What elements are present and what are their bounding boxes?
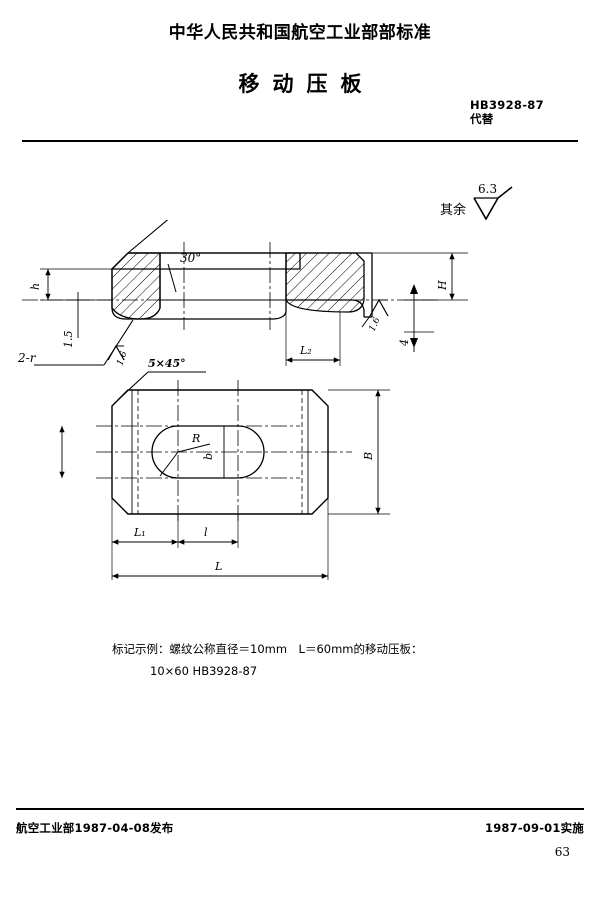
label-4: 4 (398, 339, 411, 347)
dim-B (328, 389, 390, 515)
footer-divider (16, 808, 584, 810)
label-slot-radius: R (191, 432, 200, 445)
label-B: B (362, 452, 375, 461)
chamfer-angle-leader (127, 220, 177, 293)
marking-example-line2: 10×60 HB3928-87 (150, 664, 258, 679)
slot (151, 425, 265, 479)
dim-l2 (285, 300, 341, 366)
label-fillet-1p5: 1.5 (62, 331, 75, 349)
label-h: h (29, 283, 42, 290)
surface-roughness-triangle-icon: 6.3 (470, 182, 518, 221)
page-number: 63 (554, 845, 570, 859)
label-L-total: L (214, 560, 222, 573)
section-hatch-left (111, 252, 161, 320)
dim-h (40, 268, 112, 301)
slot-radius-leader (159, 443, 211, 477)
label-H: H (436, 280, 449, 291)
surface-roughness-value: 6.3 (478, 182, 498, 196)
drawing-canvas: 30° h 1.5 2-r 1.6 L₂ (17, 220, 468, 580)
label-l1: L₁ (133, 526, 146, 539)
dim-1p5 (66, 292, 90, 338)
label-roughness-left: 1.6 (115, 350, 129, 367)
corner-chamfer-leader (119, 371, 206, 399)
marking-example-line1: 标记示例：螺纹公称直径＝10mm L＝60mm的移动压板： (112, 642, 423, 656)
footer-issue-date: 航空工业部1987-04-08发布 (16, 821, 174, 835)
surface-note-label: 其余 (440, 203, 467, 218)
plate-hidden-edges (137, 390, 303, 514)
roughness-symbol-right (361, 298, 389, 328)
label-l2: L₂ (299, 344, 312, 357)
section-centerlines (22, 242, 440, 330)
standard-number-block: HB3928-87 代替 (470, 98, 544, 127)
marking-example: 标记示例：螺纹公称直径＝10mm L＝60mm的移动压板： 10×60 HB39… (112, 638, 532, 683)
ministry-title: 中华人民共和国航空工业部部标准 (168, 23, 432, 43)
dim-H (372, 252, 468, 301)
label-l-small: l (204, 526, 208, 539)
surface-finish-note: 其余 6.3 (440, 182, 518, 221)
plan-view: R b 5×45° B (59, 357, 390, 580)
radius-note-leader (34, 319, 134, 366)
plate-outline (111, 389, 329, 515)
section-hatch-right (285, 252, 365, 313)
standard-number: HB3928-87 (470, 98, 544, 112)
label-chamfer-angle: 30° (180, 251, 201, 265)
page-title: 移动压板 (238, 72, 375, 96)
engineering-drawing: 30° h 1.5 2-r 1.6 L₂ (0, 220, 600, 600)
document-header: 中华人民共和国航空工业部部标准 移动压板 (0, 0, 600, 98)
label-2r: 2-r (17, 351, 37, 365)
supersedes-label: 代替 (470, 112, 494, 127)
label-slot-width: b (202, 453, 215, 460)
footer-effective-date: 1987-09-01实施 (485, 821, 584, 835)
label-corner-chamfer: 5×45° (148, 357, 186, 370)
sectional-elevation-view: 30° h 1.5 2-r 1.6 L₂ (17, 220, 468, 367)
header-divider (22, 140, 578, 142)
label-roughness-right: 1.6 (368, 316, 383, 333)
